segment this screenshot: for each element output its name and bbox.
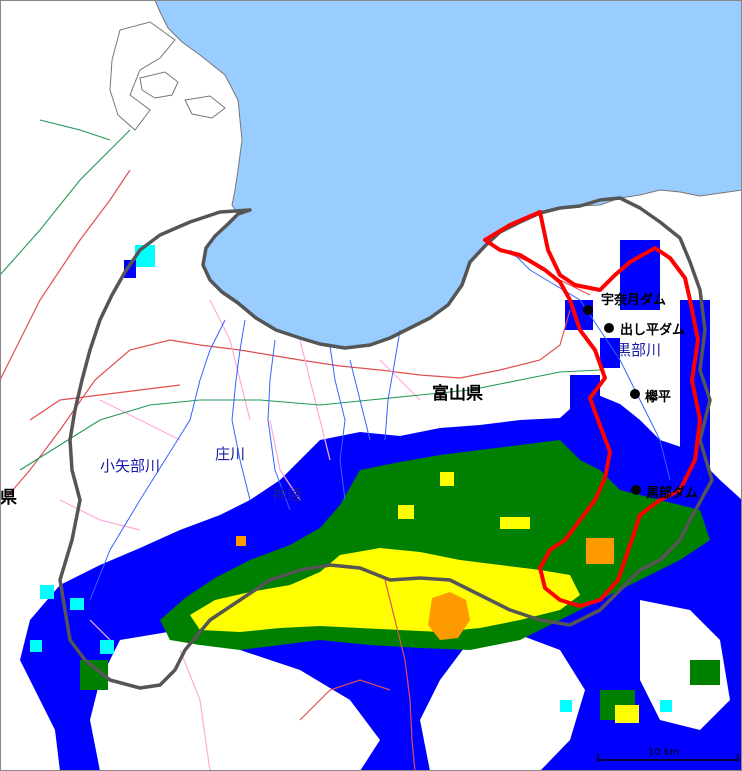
dam-markers	[583, 305, 641, 495]
river-label-kurobe: 黒部川	[616, 341, 661, 359]
minor-roads	[59, 299, 421, 771]
dam-marker-dashidaira	[604, 323, 614, 333]
island-1	[139, 71, 179, 99]
dam-marker-unazuki	[583, 305, 593, 315]
peninsula-inlet	[109, 21, 176, 131]
river-label-oyabe: 小矢部川	[100, 457, 160, 475]
dam-marker-keyakidaira	[630, 389, 640, 399]
river-label-jinzu: 神通	[272, 486, 302, 504]
dam-label-keyakidaira: 欅平	[645, 389, 671, 405]
rivers	[89, 249, 671, 601]
island-2	[184, 95, 226, 119]
river-label-sho: 庄川	[215, 445, 245, 463]
roads	[0, 169, 591, 771]
scale-label: 10 km	[648, 747, 679, 758]
prefecture-border	[58, 196, 714, 690]
dam-label-dashidaira: 出し平ダム	[620, 322, 685, 338]
dam-label-unazuki: 宇奈月ダム	[601, 292, 666, 308]
prefecture-label: 富山県	[432, 383, 483, 404]
dam-label-kurobe: 黒部ダム	[646, 485, 698, 501]
rail-lines	[0, 119, 601, 471]
edge-label: 県	[0, 488, 17, 508]
scale-bar: 10 km	[597, 747, 739, 762]
dam-marker-kurobe	[631, 485, 641, 495]
kurobe-basin-outline	[483, 210, 702, 608]
